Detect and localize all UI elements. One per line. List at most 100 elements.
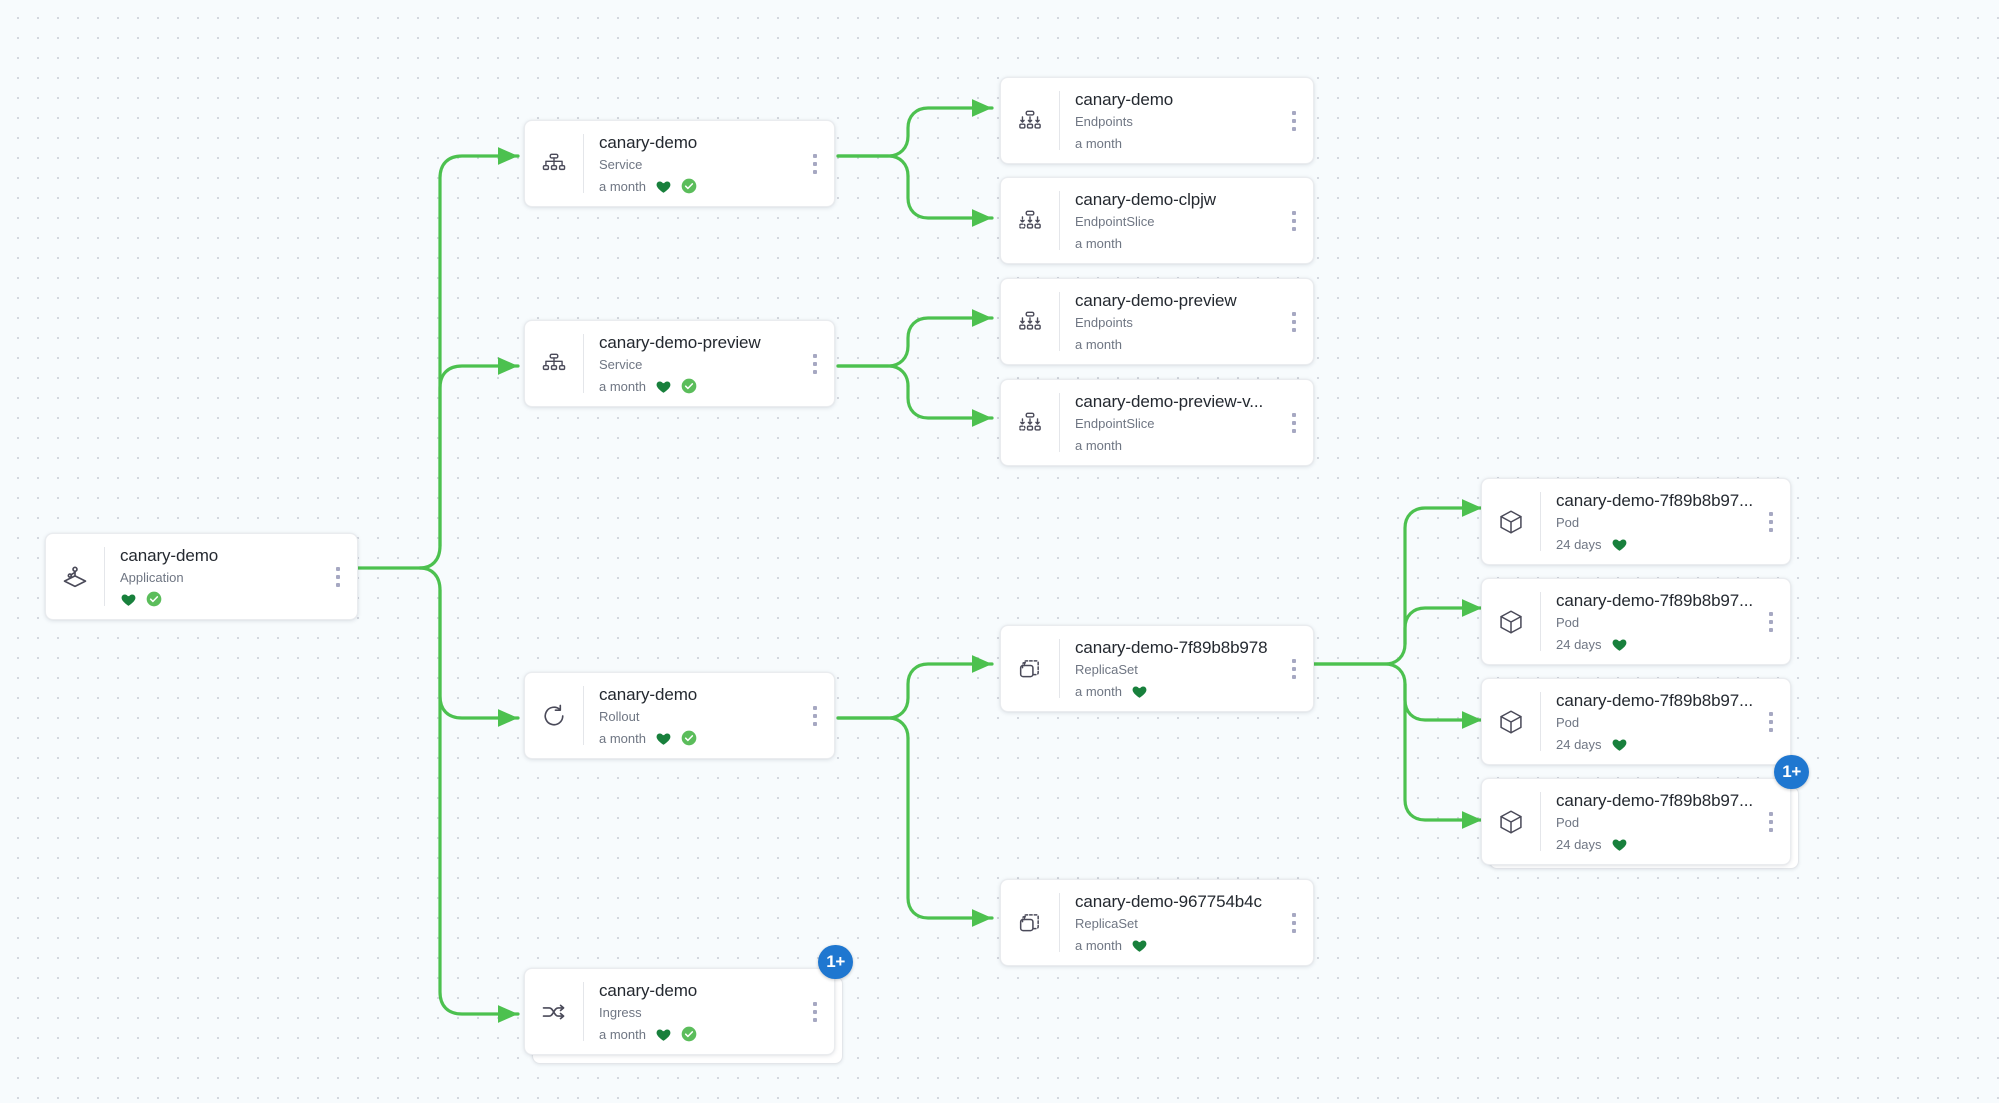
resource-card[interactable]: canary-demo-7f89b8b97... Pod 24 days — [1481, 678, 1791, 765]
node-actions-menu[interactable] — [1283, 626, 1313, 711]
health-healthy-icon — [1131, 937, 1148, 954]
group-count-badge[interactable]: 1+ — [818, 945, 853, 979]
sync-synced-icon — [146, 591, 162, 607]
service-icon — [525, 321, 583, 406]
health-healthy-icon — [1131, 683, 1148, 700]
resource-card[interactable]: canary-demo-preview Service a month — [524, 320, 835, 407]
card-divider — [1540, 592, 1541, 651]
node-endpoints-canary-demo-preview[interactable]: canary-demo-preview Endpoints a month — [1000, 278, 1314, 365]
resource-age: a month — [599, 1026, 646, 1042]
resource-card[interactable]: canary-demo-7f89b8b97... Pod 24 days — [1481, 778, 1791, 865]
health-healthy-icon — [655, 378, 672, 395]
card-divider — [104, 547, 105, 606]
node-pod-4[interactable]: canary-demo-7f89b8b97... Pod 24 days 1+ — [1481, 755, 1809, 869]
node-pod-1[interactable]: canary-demo-7f89b8b97... Pod 24 days — [1481, 478, 1791, 565]
sync-synced-icon — [681, 730, 697, 746]
card-body: canary-demo-7f89b8b97... Pod 24 days — [1541, 479, 1760, 564]
resource-card[interactable]: canary-demo-preview-v... EndpointSlice a… — [1000, 379, 1314, 466]
resource-card[interactable]: canary-demo-7f89b8b97... Pod 24 days — [1481, 478, 1791, 565]
node-actions-menu[interactable] — [327, 534, 357, 619]
resource-status-row: a month — [599, 376, 798, 396]
resource-card[interactable]: canary-demo-7f89b8b978 ReplicaSet a mont… — [1000, 625, 1314, 712]
resource-status-row: 24 days — [1556, 634, 1754, 654]
resource-age: 24 days — [1556, 736, 1602, 752]
resource-name: canary-demo-7f89b8b97... — [1556, 791, 1754, 810]
resource-name: canary-demo-preview — [599, 333, 761, 352]
card-body: canary-demo-7f89b8b97... Pod 24 days — [1541, 779, 1760, 864]
node-pod-2[interactable]: canary-demo-7f89b8b97... Pod 24 days — [1481, 578, 1791, 665]
node-actions-menu[interactable] — [1283, 880, 1313, 965]
resource-card[interactable]: canary-demo-clpjw EndpointSlice a month — [1000, 177, 1314, 264]
resource-name: canary-demo — [599, 685, 698, 704]
health-healthy-icon — [1611, 736, 1628, 753]
node-endpoints-canary-demo[interactable]: canary-demo Endpoints a month — [1000, 77, 1314, 164]
card-body: canary-demo Rollout a month — [584, 673, 804, 758]
resource-card[interactable]: canary-demo Service a month — [524, 120, 835, 207]
resource-name: canary-demo-7f89b8b97... — [1556, 591, 1754, 610]
node-pod-3[interactable]: canary-demo-7f89b8b97... Pod 24 days — [1481, 678, 1791, 765]
resource-name: canary-demo — [599, 133, 698, 152]
node-actions-menu[interactable] — [804, 969, 834, 1054]
node-application-canary-demo[interactable]: canary-demo Application — [45, 533, 358, 620]
node-actions-menu[interactable] — [1283, 78, 1313, 163]
resource-card[interactable]: canary-demo-preview Endpoints a month — [1000, 278, 1314, 365]
resource-card[interactable]: canary-demo Application — [45, 533, 358, 620]
resource-card[interactable]: canary-demo Endpoints a month — [1000, 77, 1314, 164]
node-actions-menu[interactable] — [1283, 380, 1313, 465]
resource-card[interactable]: canary-demo-967754b4c ReplicaSet a month — [1000, 879, 1314, 966]
card-divider — [1059, 91, 1060, 150]
sync-synced-icon — [681, 178, 697, 194]
resource-name: canary-demo-7f89b8b978 — [1075, 638, 1268, 657]
node-actions-menu[interactable] — [1760, 779, 1790, 864]
service-icon — [525, 121, 583, 206]
resource-name: canary-demo-967754b4c — [1075, 892, 1262, 911]
node-actions-menu[interactable] — [804, 673, 834, 758]
card-body: canary-demo-7f89b8b978 ReplicaSet a mont… — [1060, 626, 1283, 711]
resource-card[interactable]: canary-demo Ingress a month — [524, 968, 835, 1055]
node-actions-menu[interactable] — [1283, 279, 1313, 364]
group-count-badge[interactable]: 1+ — [1774, 755, 1809, 789]
node-actions-menu[interactable] — [1283, 178, 1313, 263]
resource-status-row: a month — [1075, 334, 1277, 354]
node-ingress-canary-demo[interactable]: canary-demo Ingress a month — [524, 945, 853, 1064]
resource-age: 24 days — [1556, 636, 1602, 652]
resource-kind: Pod — [1556, 515, 1580, 530]
resource-status-row: a month — [1075, 435, 1277, 455]
node-replicaset-canary-demo-7f89b8b978[interactable]: canary-demo-7f89b8b978 ReplicaSet a mont… — [1000, 625, 1314, 712]
resource-kind: Ingress — [599, 1005, 642, 1020]
card-divider — [1059, 393, 1060, 452]
endpoints-icon — [1001, 78, 1059, 163]
card-divider — [1540, 692, 1541, 751]
resource-status-row: a month — [1075, 133, 1277, 153]
endpoints-icon — [1001, 279, 1059, 364]
resource-age: a month — [599, 178, 646, 194]
node-actions-menu[interactable] — [804, 321, 834, 406]
node-endpointslice-canary-demo-clpjw[interactable]: canary-demo-clpjw EndpointSlice a month — [1000, 177, 1314, 264]
card-divider — [1059, 639, 1060, 698]
node-replicaset-canary-demo-967754b4c[interactable]: canary-demo-967754b4c ReplicaSet a month — [1000, 879, 1314, 966]
resource-age: a month — [1075, 135, 1122, 151]
resource-kind: Pod — [1556, 615, 1580, 630]
sync-synced-icon — [681, 1026, 697, 1042]
resource-status-row: a month — [599, 728, 798, 748]
pod-icon — [1482, 679, 1540, 764]
resource-status-row: 24 days — [1556, 734, 1754, 754]
card-divider — [583, 134, 584, 193]
node-service-canary-demo[interactable]: canary-demo Service a month — [524, 120, 835, 207]
resource-card[interactable]: canary-demo-7f89b8b97... Pod 24 days — [1481, 578, 1791, 665]
node-actions-menu[interactable] — [804, 121, 834, 206]
node-rollout-canary-demo[interactable]: canary-demo Rollout a month — [524, 672, 835, 759]
node-actions-menu[interactable] — [1760, 679, 1790, 764]
pod-icon — [1482, 779, 1540, 864]
node-endpointslice-canary-demo-preview[interactable]: canary-demo-preview-v... EndpointSlice a… — [1000, 379, 1314, 466]
resource-kind: Endpoints — [1075, 114, 1133, 129]
endpointslice-icon — [1001, 178, 1059, 263]
card-body: canary-demo-7f89b8b97... Pod 24 days — [1541, 679, 1760, 764]
resource-age: a month — [599, 378, 646, 394]
card-body: canary-demo Endpoints a month — [1060, 78, 1283, 163]
resource-card[interactable]: canary-demo Rollout a month — [524, 672, 835, 759]
node-actions-menu[interactable] — [1760, 479, 1790, 564]
node-actions-menu[interactable] — [1760, 579, 1790, 664]
node-service-canary-demo-preview[interactable]: canary-demo-preview Service a month — [524, 320, 835, 407]
